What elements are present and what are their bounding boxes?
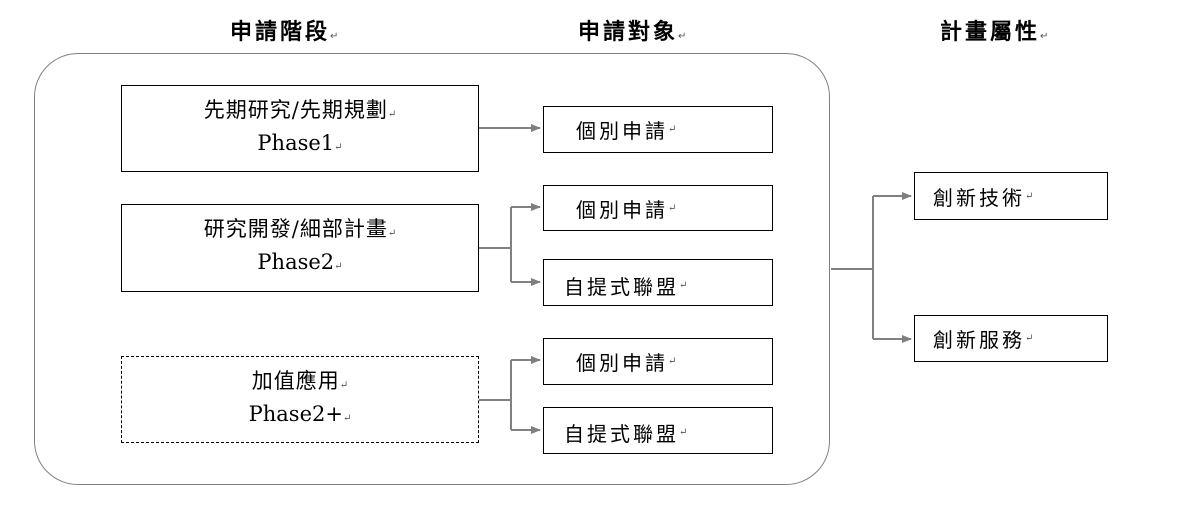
paragraph-mark: ↵: [334, 261, 343, 272]
paragraph-mark: ↵: [387, 228, 397, 239]
paragraph-mark: ↵: [1025, 333, 1034, 344]
stage-box-phase2-plus: 加值應用↵ Phase2+↵: [121, 356, 479, 443]
target-label: 自提式聯盟: [564, 422, 679, 446]
stage-box-phase2: 研究開發/細部計畫↵ Phase2↵: [121, 204, 479, 292]
attribute-label: 創新技術: [933, 185, 1025, 210]
attribute-header-label: 計畫屬性: [940, 20, 1041, 45]
target-box-individual: 個別申請↵: [543, 338, 773, 385]
stage-column-header: 申請階段↵: [230, 14, 338, 46]
stage-phase: Phase2+: [248, 401, 343, 426]
target-box-individual: 個別申請↵: [543, 106, 773, 153]
paragraph-mark: ↵: [1025, 190, 1034, 202]
target-header-label: 申請對象: [578, 20, 679, 45]
target-label: 個別申請: [576, 197, 668, 222]
attribute-box-tech: 創新技術↵: [914, 172, 1108, 220]
application-frame: [34, 53, 830, 485]
target-column-header: 申請對象↵: [578, 14, 686, 46]
stage-box-phase1: 先期研究/先期規劃↵ Phase1↵: [121, 85, 479, 172]
paragraph-mark: ↵: [334, 141, 343, 153]
paragraph-mark: ↵: [668, 202, 677, 214]
paragraph-mark: ↵: [668, 356, 677, 367]
target-label: 個別申請: [576, 119, 668, 143]
paragraph-mark: ↵: [678, 31, 687, 42]
paragraph-mark: ↵: [668, 124, 677, 135]
attribute-label: 創新服務: [933, 328, 1025, 352]
stage-phase: Phase1: [257, 130, 335, 155]
attribute-box-service: 創新服務↵: [914, 315, 1108, 362]
paragraph-mark: ↵: [387, 108, 397, 120]
target-box-alliance: 自提式聯盟↵: [543, 259, 773, 306]
stage-header-label: 申請階段: [230, 20, 331, 45]
target-label: 自提式聯盟: [564, 275, 679, 299]
stage-title: 研究開發/細部計畫: [203, 217, 388, 241]
paragraph-mark: ↵: [330, 31, 339, 42]
paragraph-mark: ↵: [679, 427, 688, 438]
target-box-alliance: 自提式聯盟↵: [543, 407, 773, 454]
stage-title: 加值應用: [251, 368, 340, 393]
paragraph-mark: ↵: [339, 379, 349, 391]
paragraph-mark: ↵: [342, 412, 352, 424]
paragraph-mark: ↵: [1040, 31, 1049, 42]
stage-title: 先期研究/先期規劃: [203, 97, 388, 122]
attribute-column-header: 計畫屬性↵: [940, 14, 1048, 46]
stage-phase: Phase2: [257, 250, 335, 274]
target-label: 個別申請: [576, 351, 668, 375]
target-box-individual: 個別申請↵: [543, 185, 773, 231]
paragraph-mark: ↵: [679, 280, 688, 291]
